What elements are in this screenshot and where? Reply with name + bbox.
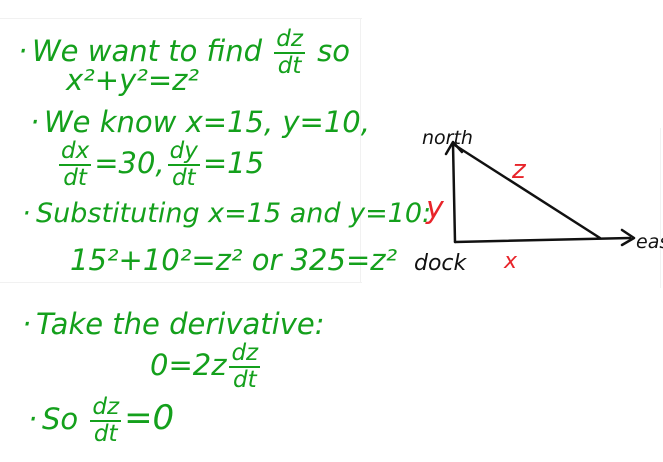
note-line-3: ·We know x=15, y=10,	[30, 108, 370, 137]
note-text: We want to find	[32, 34, 263, 68]
board-rule	[0, 18, 362, 19]
note-line-4: dx dt =30, dy dt =15	[56, 140, 264, 190]
note-text: We know x=15, y=10,	[44, 105, 370, 139]
east-label: east	[636, 231, 663, 253]
board-rule	[0, 282, 362, 283]
note-text: Substituting x=15 and y=10:	[36, 198, 432, 229]
triangle-diagram: north east dock y x z	[414, 127, 663, 276]
fraction-denominator: dt	[63, 165, 87, 191]
note-line-9: ·So dz dt =0	[28, 396, 174, 446]
fraction-denominator: dt	[277, 53, 302, 79]
fraction-dz-dt: dz dt	[229, 340, 261, 393]
note-line-5: ·Substituting x=15 and y=10:	[22, 200, 431, 227]
note-text: so	[317, 34, 351, 68]
fraction-dz-dt: dz dt	[90, 394, 122, 447]
note-text: =30,	[94, 146, 165, 180]
bullet: ·	[30, 105, 40, 139]
bullet: ·	[28, 402, 38, 436]
fraction-dz-dt: dz dt	[274, 28, 305, 78]
fraction-numerator: dy	[167, 138, 200, 166]
note-text: Take the derivative:	[36, 307, 325, 341]
note-line-6: 15²+10²=z² or 325=z²	[70, 246, 397, 275]
equation-substituted: 15²+10²=z² or 325=z²	[70, 243, 398, 277]
leg-x-line	[453, 236, 632, 244]
dock-label: dock	[414, 251, 468, 276]
board-rule	[660, 128, 661, 288]
side-x-label: x	[503, 249, 518, 274]
fraction-numerator: dz	[274, 26, 305, 54]
equation-pythagorean: x²+y²=z²	[66, 63, 200, 97]
fraction-numerator: dz	[229, 340, 261, 368]
north-arrowhead	[444, 140, 464, 156]
bullet: ·	[22, 198, 31, 229]
note-line-2: x²+y²=z²	[66, 66, 199, 95]
fraction-dy-dt: dy dt	[167, 138, 200, 191]
hypotenuse-z-line	[451, 142, 602, 240]
board-rule	[360, 18, 361, 282]
note-line-8: 0=2z dz dt	[150, 342, 263, 392]
east-arrowhead	[620, 228, 636, 247]
side-z-label: z	[511, 155, 527, 185]
note-line-1: ·We want to find dz dt so	[18, 28, 350, 78]
note-text: =15	[202, 146, 265, 180]
fraction-denominator: dt	[93, 421, 118, 447]
note-line-7: ·Take the derivative:	[22, 310, 324, 339]
fraction-dx-dt: dx dt	[59, 138, 92, 191]
note-text: 0=2z	[150, 348, 227, 382]
bullet: ·	[18, 34, 28, 68]
fraction-denominator: dt	[171, 165, 196, 191]
side-y-label: y	[425, 191, 445, 226]
north-label: north	[422, 127, 473, 149]
fraction-numerator: dz	[90, 394, 122, 422]
fraction-numerator: dx	[59, 138, 92, 166]
note-text: =0	[124, 398, 175, 438]
leg-y-line	[451, 142, 457, 244]
bullet: ·	[22, 307, 32, 341]
fraction-denominator: dt	[232, 367, 257, 393]
note-text: So	[42, 402, 79, 436]
